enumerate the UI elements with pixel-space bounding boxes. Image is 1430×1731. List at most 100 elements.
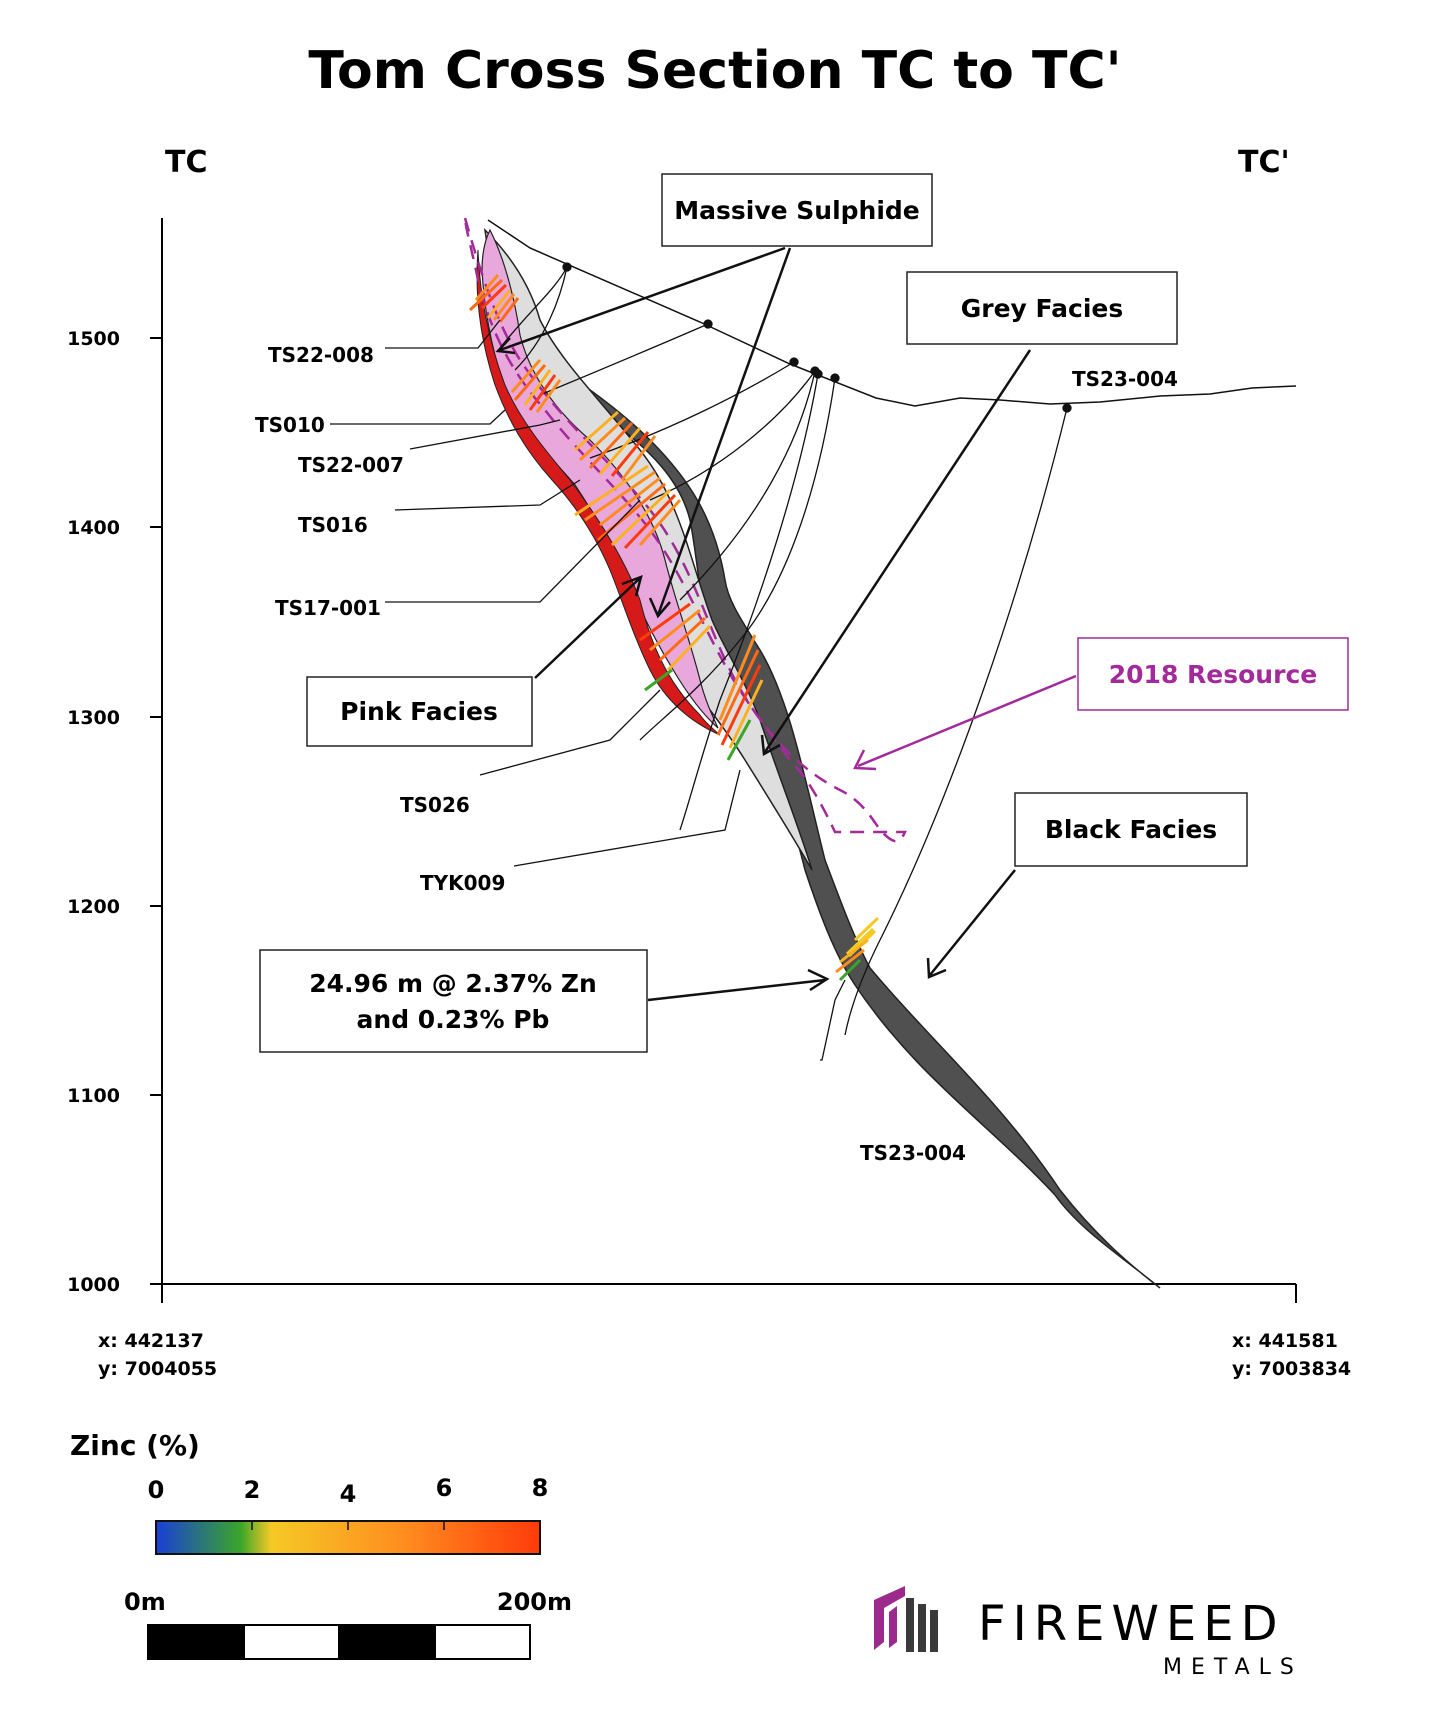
legend-tick: 0 xyxy=(148,1476,165,1504)
end-coord-x: x: 441581 xyxy=(1232,1330,1338,1352)
leader-line xyxy=(394,479,581,511)
page-title: Tom Cross Section TC to TC' xyxy=(308,41,1121,101)
assay-cluster-tyk009 xyxy=(716,634,764,761)
arrowhead-resource xyxy=(853,749,877,771)
arrowhead xyxy=(807,968,830,992)
assay-bar xyxy=(716,649,760,736)
legend-tick: 8 xyxy=(532,1474,549,1502)
y-tick-label: 1000 xyxy=(67,1274,120,1296)
fireweed-logo-mark xyxy=(874,1586,938,1652)
arrow-massive-sulphide-2 xyxy=(656,247,792,616)
arrow-massive-sulphide-1 xyxy=(499,246,786,352)
assay-bar xyxy=(535,379,562,413)
assay-bar xyxy=(610,488,672,547)
drillhole-trace xyxy=(679,373,819,831)
assay-bar xyxy=(718,634,757,721)
drillhole-collar xyxy=(1062,403,1072,413)
arrow-resource-2018 xyxy=(857,674,1077,768)
arrowhead xyxy=(760,734,781,757)
drillhole-traces xyxy=(499,262,1072,1036)
massive-sulphide-body xyxy=(476,249,721,736)
drillhole-trace xyxy=(499,266,568,349)
assay-bar xyxy=(528,374,557,411)
drillhole-collar xyxy=(789,357,799,367)
leader-line xyxy=(513,769,741,867)
assay-bar xyxy=(574,464,649,517)
assay-cluster-ts026 xyxy=(639,602,712,692)
brand-sub: METALS xyxy=(1163,1655,1303,1680)
assay-bar xyxy=(839,938,869,964)
zinc-legend: Zinc (%) 0 2 4 6 8 xyxy=(70,1429,549,1555)
assay-bar xyxy=(486,289,512,319)
arrow-grey-facies xyxy=(763,349,1032,753)
scale-bar-segment xyxy=(338,1624,436,1660)
start-coord-y: y: 7004055 xyxy=(98,1358,217,1380)
intercept-line-1: 24.96 m @ 2.37% Zn xyxy=(309,969,597,998)
y-tick-label: 1300 xyxy=(67,707,120,729)
scale-bar-start-label: 0m xyxy=(124,1588,166,1616)
intercept-line-2: and 0.23% Pb xyxy=(357,1005,550,1034)
drillhole-trace xyxy=(649,370,816,501)
assay-bar xyxy=(838,958,862,982)
hole-label-leaders xyxy=(330,319,846,1061)
section-start-label: TC xyxy=(165,145,207,180)
scale-bar-segment xyxy=(434,1624,531,1660)
assay-bar xyxy=(726,719,752,761)
drillhole-collar xyxy=(830,373,840,383)
grey-facies-label: Grey Facies xyxy=(961,294,1124,323)
assay-bar xyxy=(720,664,762,746)
drillhole-trace xyxy=(514,266,568,371)
resource-2018-outline xyxy=(463,217,907,843)
legend-tick: 4 xyxy=(340,1480,357,1508)
assay-bar xyxy=(513,364,547,401)
scale-bar: 0m 200m xyxy=(124,1588,572,1660)
section-end-label: TC' xyxy=(1238,145,1290,180)
hole-label-ts010: TS010 xyxy=(255,413,325,437)
arrow-pink-facies xyxy=(534,577,641,679)
hole-label-ts026: TS026 xyxy=(400,793,470,817)
pink-facies-box xyxy=(306,676,533,747)
assay-bar xyxy=(510,359,542,393)
hole-label-tyk009: TYK009 xyxy=(420,871,505,895)
assay-bar xyxy=(599,476,661,527)
assay-bar xyxy=(578,416,627,462)
drillhole-trace xyxy=(679,370,816,601)
assay-bar xyxy=(492,293,516,321)
annotation-boxes: Massive Sulphide Grey Facies Pink Facies… xyxy=(259,173,1349,1053)
legend-tick: 6 xyxy=(436,1474,453,1502)
assay-bar xyxy=(498,297,520,323)
arrowhead xyxy=(621,574,643,597)
topography-line xyxy=(487,219,1297,407)
hole-label-ts23-004-top: TS23-004 xyxy=(1072,367,1178,391)
drillhole-trace xyxy=(589,361,795,459)
scale-bar-end-label: 200m xyxy=(497,1588,572,1616)
drillhole-collar xyxy=(562,262,572,272)
hole-labels: TS22-008 TS010 TS22-007 TS016 TS17-001 T… xyxy=(255,343,1178,1165)
scale-bar-segment xyxy=(243,1624,340,1660)
assay-bar xyxy=(728,679,764,749)
black-facies-label: Black Facies xyxy=(1045,815,1217,844)
assay-bar xyxy=(574,410,619,452)
scale-bar-segment xyxy=(147,1624,245,1660)
assay-cluster-ts010 xyxy=(510,359,562,413)
assay-bar xyxy=(584,470,656,522)
drillhole-collar xyxy=(703,319,713,329)
massive-sulphide-label: Massive Sulphide xyxy=(674,196,920,225)
hole-label-ts17-001: TS17-001 xyxy=(275,596,381,620)
resource-2018-box xyxy=(1077,637,1349,711)
leader-line xyxy=(385,319,501,349)
assay-cluster-ts22-008 xyxy=(468,274,520,323)
assay-bar xyxy=(523,369,552,406)
arrow-intercept xyxy=(647,978,826,1002)
intercept-box xyxy=(259,949,648,1053)
assay-bar xyxy=(649,608,701,652)
drillhole-trace xyxy=(639,377,836,741)
hole-label-ts22-008: TS22-008 xyxy=(268,343,374,367)
y-tick-label: 1100 xyxy=(67,1085,120,1107)
annotation-arrows xyxy=(495,246,1032,1002)
assay-bar xyxy=(666,624,712,672)
assay-histograms xyxy=(468,274,880,982)
hole-label-ts016: TS016 xyxy=(298,513,368,537)
arrowhead xyxy=(926,957,947,979)
arrowhead xyxy=(495,337,516,355)
